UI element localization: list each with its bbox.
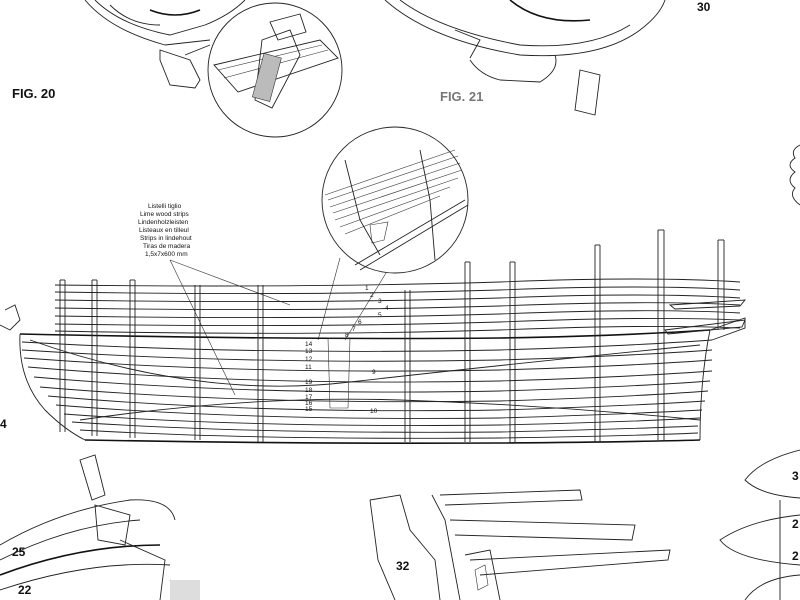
bottom-right-fragment — [719, 449, 800, 600]
part-number-4: 4 — [0, 417, 7, 431]
part-number-22: 22 — [18, 583, 32, 597]
plank-6: 6 — [358, 319, 362, 326]
plank-18: 18 — [305, 387, 313, 394]
legend-line-7: 1,5x7x600 mm — [145, 251, 188, 258]
part-number-25: 25 — [12, 545, 26, 559]
main-hull-drawing — [0, 229, 747, 444]
plank-10: 10 — [370, 408, 378, 415]
plank-2: 2 — [370, 292, 374, 299]
part-number-30: 30 — [697, 0, 711, 14]
plank-15: 15 — [305, 406, 313, 413]
fig20-hull-fragment — [84, 0, 246, 89]
plank-detail-circle — [317, 126, 469, 341]
legend-line-5: Strips in lindehout — [140, 235, 192, 242]
part-number-32: 32 — [396, 559, 410, 573]
strip-legend: Listelli tiglio Lime wood strips Lindenh… — [138, 203, 291, 396]
plank-12: 12 — [305, 356, 313, 363]
right-edge-fragment — [789, 144, 800, 206]
legend-line-2: Lime wood strips — [140, 211, 190, 218]
plank-9: 9 — [372, 369, 376, 376]
fig21-label: FIG. 21 — [440, 89, 483, 104]
plank-4: 4 — [385, 305, 389, 312]
legend-line-6: Tiras de madera — [143, 243, 190, 250]
plank-16: 16 — [305, 400, 313, 407]
plank-19: 19 — [305, 379, 313, 386]
part-number-2b: 2 — [792, 549, 799, 563]
plank-8: 8 — [345, 332, 349, 339]
fig20-detail-circle — [207, 2, 343, 138]
bottom-center-fragment — [369, 489, 671, 600]
legend-line-1: Listelli tiglio — [148, 203, 182, 210]
plank-numbers: 1 2 3 4 5 6 7 8 14 13 12 11 19 18 17 16 … — [305, 285, 389, 415]
plank-13: 13 — [305, 348, 313, 355]
plank-14: 14 — [305, 341, 313, 348]
legend-line-3: Lindenholzleisten — [138, 219, 189, 226]
bottom-left-fragment — [0, 454, 200, 600]
part-number-2a: 2 — [792, 517, 799, 531]
plank-1: 1 — [365, 285, 369, 292]
fig21-hull-fragment — [384, 0, 666, 116]
plank-3: 3 — [378, 298, 382, 305]
plank-7: 7 — [352, 326, 356, 333]
plank-5: 5 — [378, 312, 382, 319]
legend-line-4: Listeaux en tilleul — [139, 227, 189, 234]
frames — [59, 230, 725, 442]
fig20-label: FIG. 20 — [12, 86, 55, 101]
part-number-3: 3 — [792, 469, 799, 483]
plank-11: 11 — [305, 364, 312, 371]
plank-17: 17 — [305, 394, 313, 401]
